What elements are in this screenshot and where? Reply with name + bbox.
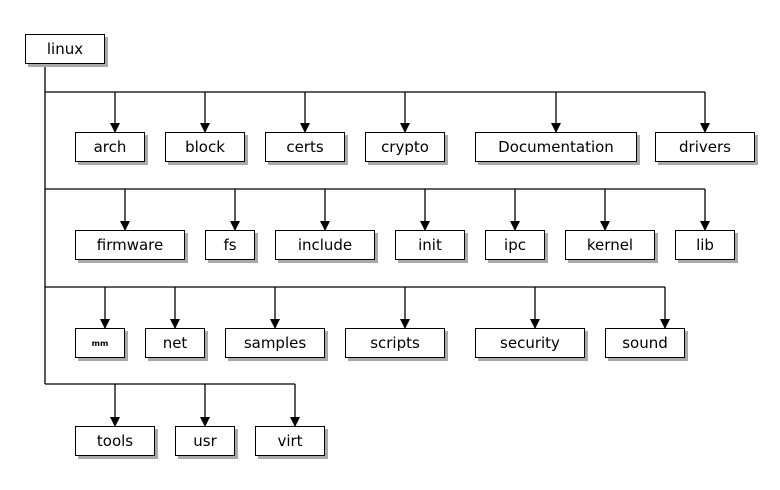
node-firmware: firmware xyxy=(75,230,185,260)
node-arch: arch xyxy=(75,132,145,162)
node-crypto: crypto xyxy=(365,132,445,162)
node-scripts: scripts xyxy=(345,328,445,358)
node-ipc: ipc xyxy=(485,230,545,260)
node-usr: usr xyxy=(175,426,235,456)
node-fs: fs xyxy=(205,230,255,260)
node-kernel: kernel xyxy=(565,230,655,260)
node-sound: sound xyxy=(605,328,685,358)
node-certs: certs xyxy=(265,132,345,162)
node-include: include xyxy=(275,230,375,260)
node-documentation: Documentation xyxy=(475,132,637,162)
node-tools: tools xyxy=(75,426,155,456)
node-root-linux: linux xyxy=(25,34,105,64)
node-lib: lib xyxy=(675,230,735,260)
node-security: security xyxy=(475,328,585,358)
node-net: net xyxy=(145,328,205,358)
node-block: block xyxy=(165,132,245,162)
node-mm: mm xyxy=(75,328,125,358)
node-init: init xyxy=(395,230,465,260)
node-samples: samples xyxy=(225,328,325,358)
node-virt: virt xyxy=(255,426,325,456)
node-drivers: drivers xyxy=(655,132,755,162)
